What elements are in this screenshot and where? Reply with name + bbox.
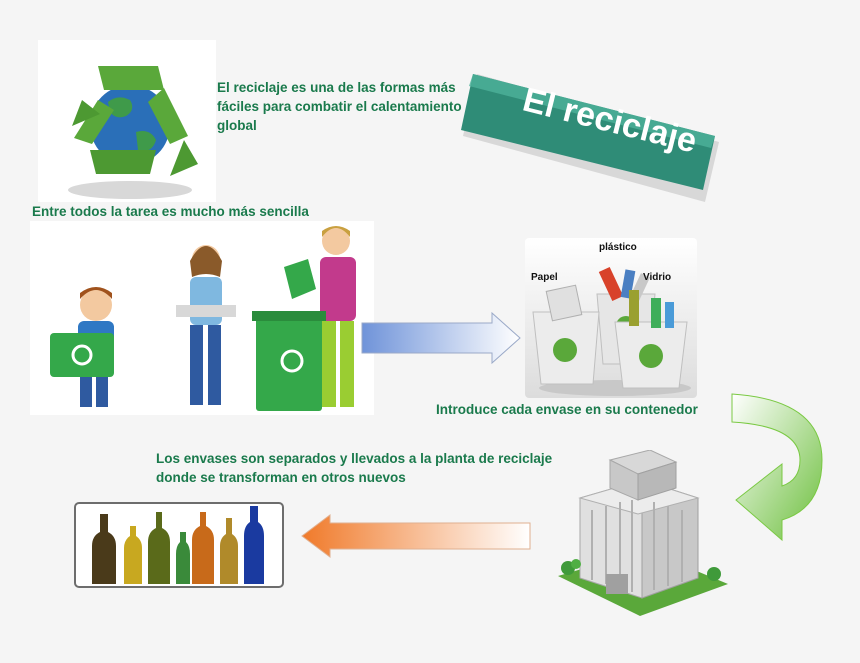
recycling-plant-image: [558, 450, 728, 616]
together-text: Entre todos la tarea es mucho más sencil…: [32, 204, 309, 219]
title-banner: El reciclaje: [461, 74, 719, 202]
introduce-text: Introduce cada envase en su contenedor: [436, 402, 698, 417]
family-recycling-image: [30, 221, 374, 415]
left-arrow-icon: [301, 514, 531, 558]
intro-text: El reciclaje es una de las formas más fá…: [217, 80, 462, 133]
label-plastic: plástico: [599, 242, 637, 253]
separated-text: Los envases son separados y llevados a l…: [156, 451, 553, 485]
right-arrow-icon: [361, 311, 521, 365]
curved-arrow-icon: [731, 393, 823, 542]
label-paper: Papel: [531, 272, 558, 283]
label-glass: Vidrio: [643, 272, 671, 283]
bottles-image: [74, 502, 284, 588]
recycling-containers-image: plástico Papel Vidrio: [525, 238, 697, 398]
recycle-globe-image: [38, 40, 216, 202]
